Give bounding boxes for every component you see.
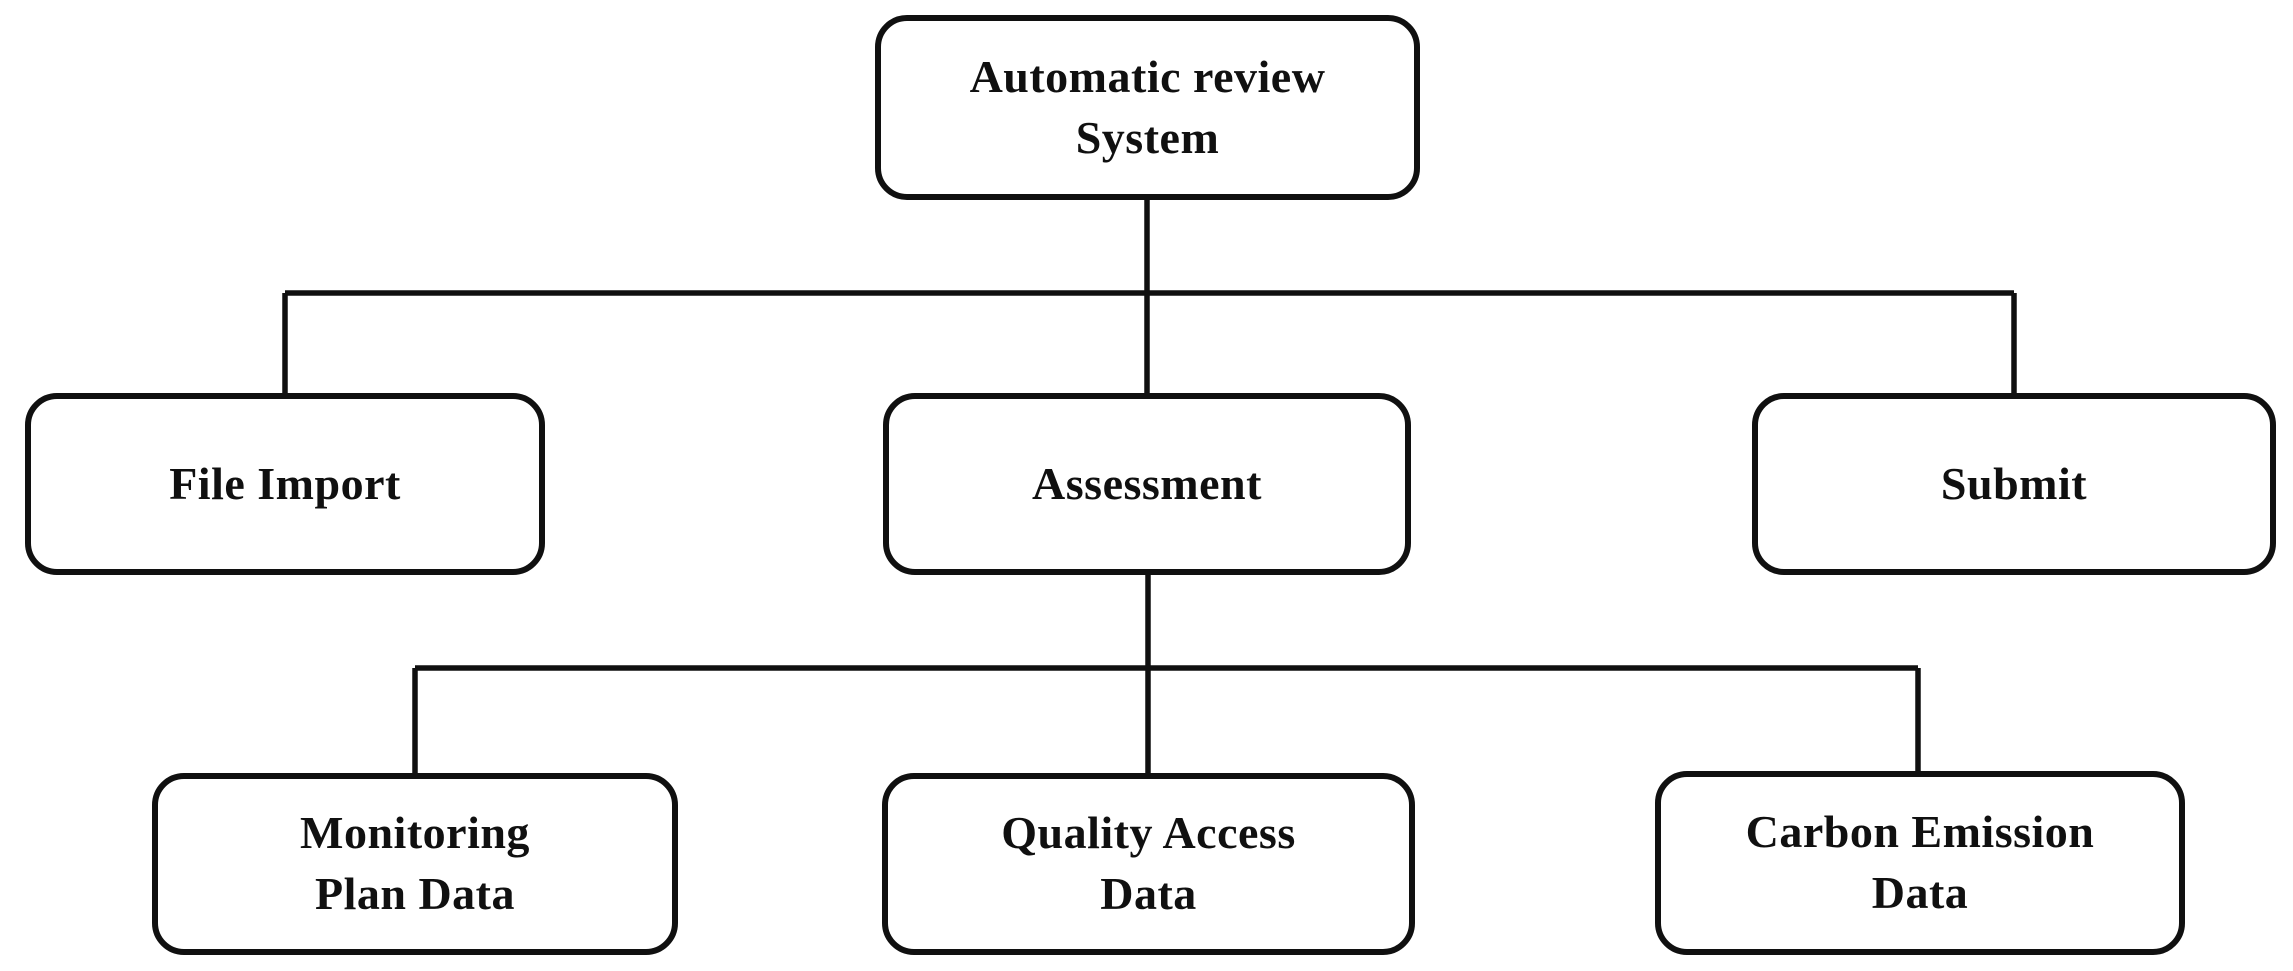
node-automatic-review-system: Automatic review System [875,15,1420,200]
node-monitoring-plan-data: Monitoring Plan Data [152,773,678,955]
node-submit: Submit [1752,393,2276,575]
node-quality-access-data: Quality Access Data [882,773,1415,955]
node-file-import: File Import [25,393,545,575]
node-assessment: Assessment [883,393,1411,575]
node-carbon-emission-data: Carbon Emission Data [1655,771,2185,955]
